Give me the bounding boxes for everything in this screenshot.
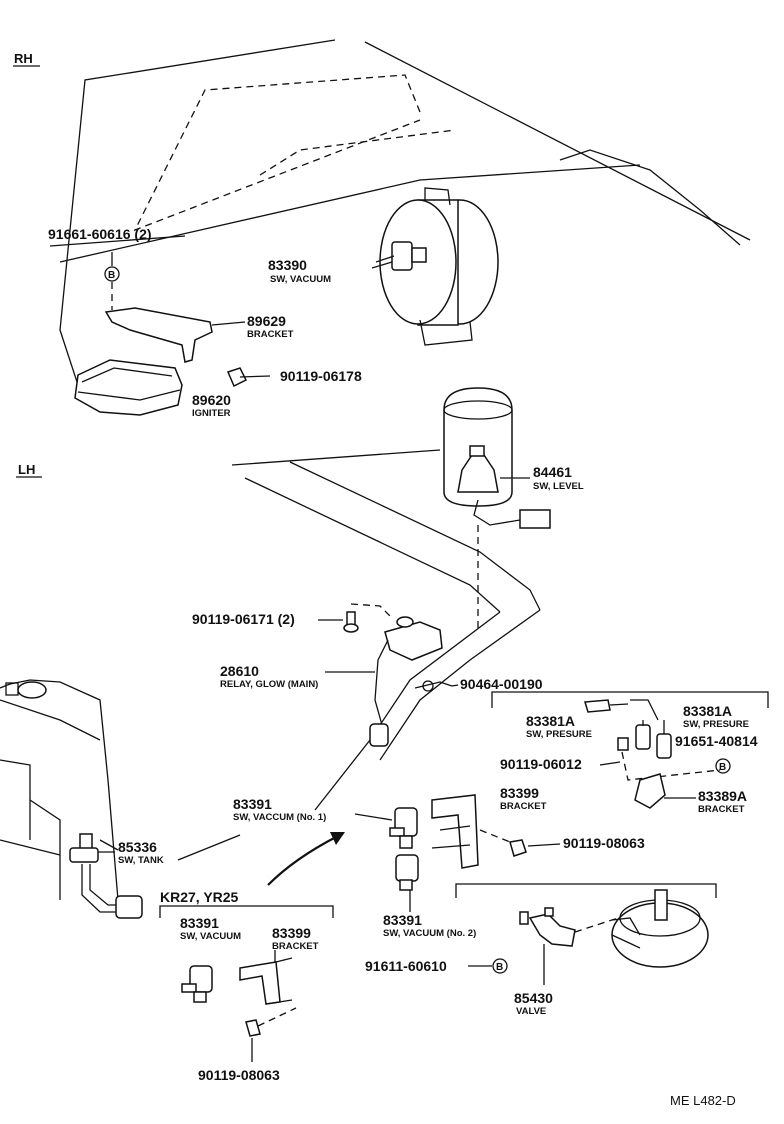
callout-89629-name: BRACKET — [247, 329, 294, 340]
callout-90119-08063-bottom: 90119-08063 — [198, 1067, 280, 1083]
vacuum-switch-no1-part — [389, 807, 418, 849]
callout-89629-part: 89629 — [247, 313, 286, 329]
callout-89620-part: 89620 — [192, 392, 231, 408]
reservoir-84461 — [443, 387, 551, 630]
rh-body-panel — [59, 39, 751, 386]
vacuum-tank — [379, 187, 499, 346]
variant-arrow-head — [330, 832, 345, 845]
reference-marker-b-lh2 — [492, 958, 508, 974]
callout-83381a-top-part: 83381A — [683, 703, 732, 719]
callout-83389a-part: 83389A — [698, 788, 747, 804]
callout-83391-no2-name: SW, VACUUM (No. 2) — [383, 928, 476, 939]
section-label-rh: RH — [14, 51, 33, 66]
callout-90119-08063-right: 90119-08063 — [563, 835, 645, 851]
callout-90119-06171: 90119-06171 (2) — [192, 611, 295, 627]
bracket-83399-part — [431, 794, 479, 869]
igniter-89620-part — [74, 359, 183, 416]
callout-28610-part: 28610 — [220, 663, 259, 679]
glow-relay-28610-part — [369, 616, 443, 747]
callout-85430-name: VALVE — [516, 1006, 546, 1017]
screw-90119-08063-right-part — [479, 829, 527, 857]
callout-90119-06012: 90119-06012 — [500, 756, 582, 772]
callout-83391-kr-part: 83391 — [180, 915, 219, 931]
callout-84461-part: 84461 — [533, 464, 572, 480]
callout-83381a-left-name: SW, PRESURE — [526, 729, 592, 740]
leader-90119-08063-right — [527, 843, 561, 847]
callout-90119-06178: 90119-06178 — [280, 368, 362, 384]
screw-90119-06171-part — [343, 603, 393, 633]
callout-83391-kr-name: SW, VACUUM — [180, 931, 241, 942]
callout-85430-part: 85430 — [514, 990, 553, 1006]
tank-switch-85336-part — [69, 833, 143, 919]
drawing-code: ME L482-D — [670, 1093, 736, 1108]
vacuum-switch-83390-part — [371, 241, 427, 271]
leader-85336-b — [177, 834, 241, 861]
rh-section: RH — [13, 39, 751, 419]
bracket-89629-part — [104, 307, 213, 363]
reference-marker-b-lh1-label: B — [719, 762, 726, 773]
section-label-lh: LH — [18, 462, 35, 477]
leader-90464 — [451, 684, 459, 687]
bracket-83399-kr-part — [239, 957, 293, 1005]
callout-85336-part: 85336 — [118, 839, 157, 855]
callout-91651-40814: 91651-40814 — [675, 733, 758, 749]
vacuum-switch-kr-part — [181, 965, 213, 1003]
callout-83399-part: 83399 — [500, 785, 539, 801]
lh-body-panel — [231, 449, 541, 811]
clip-90464-00190-part — [414, 680, 453, 692]
callout-83391-no2-part: 83391 — [383, 912, 422, 928]
leader-89629 — [211, 321, 246, 326]
reference-marker-b-lh2-label: B — [496, 962, 503, 973]
callout-90464-00190: 90464-00190 — [460, 676, 543, 692]
valve-group-bracket — [455, 883, 717, 898]
callout-89620-name: IGNITER — [192, 408, 231, 419]
callout-84461-name: SW, LEVEL — [533, 481, 584, 492]
screw-90119-08063-bottom-part — [245, 1007, 297, 1062]
callout-83399-name: BRACKET — [500, 801, 547, 812]
callout-83391-no1-part: 83391 — [233, 796, 272, 812]
callout-83389a-name: BRACKET — [698, 804, 745, 815]
callout-83391-no1-name: SW, VACCUM (No. 1) — [233, 812, 326, 823]
callout-91661-60616: 91661-60616 (2) — [48, 226, 152, 242]
screw-90119-06178-part — [226, 367, 271, 388]
pressure-switch-group — [491, 691, 769, 809]
leader-83391-no1 — [354, 813, 393, 821]
valve-85430-part — [519, 907, 619, 985]
callout-28610-name: RELAY, GLOW (MAIN) — [220, 679, 318, 690]
model-group-bracket — [159, 905, 334, 918]
actuator-assembly — [611, 889, 709, 968]
reference-marker-b-lh1 — [715, 758, 731, 774]
model-group-label: KR27, YR25 — [160, 889, 239, 905]
vacuum-switch-no2-part — [395, 854, 419, 891]
variant-arrow — [267, 835, 339, 886]
callout-83390-name: SW, VACUUM — [270, 274, 331, 285]
lh-section: LH — [0, 387, 769, 1108]
washer-tank — [0, 679, 119, 901]
callout-91611-60610: 91611-60610 — [365, 958, 447, 974]
leader-90119-06012 — [599, 761, 621, 766]
callout-83390-part: 83390 — [268, 257, 307, 273]
callout-83399-kr-part: 83399 — [272, 925, 311, 941]
callout-83399-kr-name: BRACKET — [272, 941, 319, 952]
leader-91661-base — [49, 235, 186, 247]
reference-marker-b-rh-label: B — [108, 270, 115, 281]
callout-85336-name: SW, TANK — [118, 855, 164, 866]
reference-marker-b-rh — [104, 266, 120, 282]
callout-83381a-top-name: SW, PRESURE — [683, 719, 749, 730]
callout-83381a-left-part: 83381A — [526, 713, 575, 729]
